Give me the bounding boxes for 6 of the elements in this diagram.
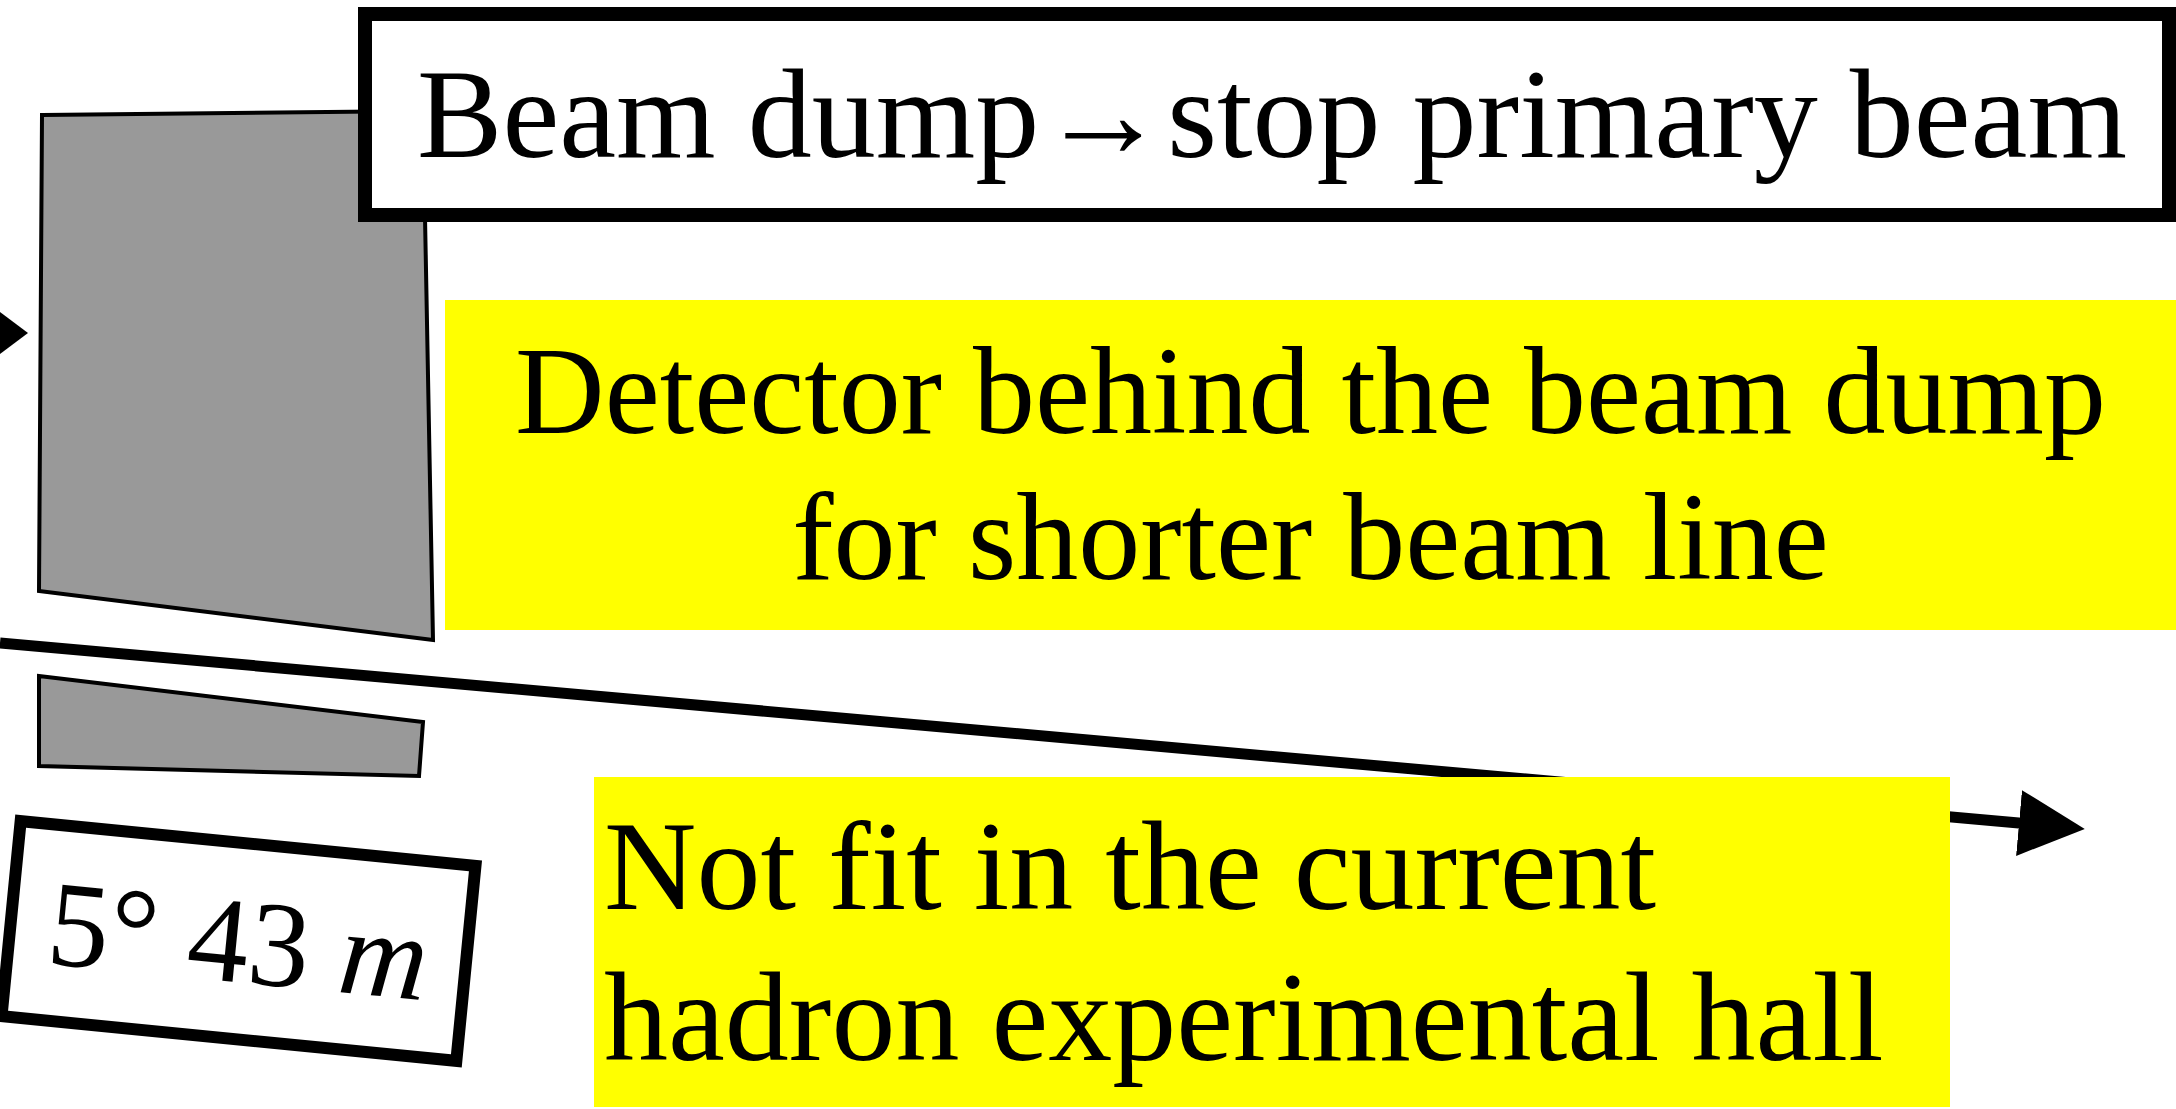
box-text: Not fit in the current hadron experimental hall xyxy=(604,793,1885,1090)
note-box xyxy=(445,300,2176,630)
box-text: Detector behind the beam dump for shorter beam line xyxy=(514,321,2107,608)
text-box xyxy=(358,7,2176,222)
box-text: Beam dump→stop primary beam xyxy=(416,44,2128,185)
box-text: 5° 43 m xyxy=(41,853,436,1029)
